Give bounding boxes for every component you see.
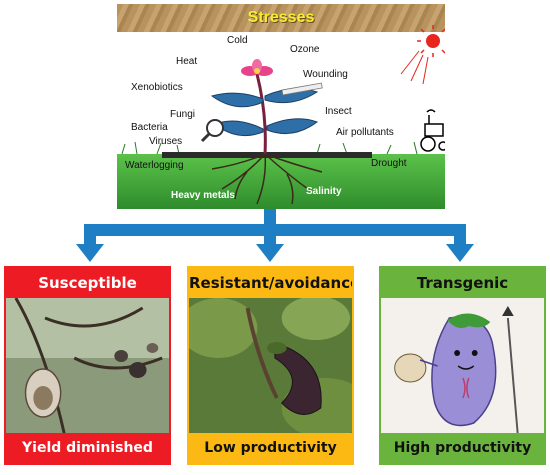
plant-illustration bbox=[117, 25, 445, 209]
arrow-head-middle bbox=[256, 244, 284, 262]
tractor-icon bbox=[420, 109, 445, 152]
box-footer-susceptible: Yield diminished bbox=[6, 433, 169, 463]
label-viruses: Viruses bbox=[149, 136, 183, 147]
eggplant-on-plant-photo bbox=[189, 298, 352, 435]
sun-icon bbox=[400, 25, 445, 85]
outcome-box-susceptible: Susceptible Yield diminished bbox=[4, 266, 171, 465]
label-ozone: Ozone bbox=[290, 44, 320, 55]
soil-texture-band bbox=[117, 4, 445, 32]
label-salinity: Salinity bbox=[306, 186, 342, 197]
arrow-head-left bbox=[76, 244, 104, 262]
label-drought: Drought bbox=[371, 158, 407, 169]
label-insect: Insect bbox=[325, 106, 352, 117]
label-cold: Cold bbox=[227, 35, 248, 46]
label-wounding: Wounding bbox=[303, 69, 348, 80]
arrow-trunk bbox=[264, 209, 276, 227]
box-footer-resistant: Low productivity bbox=[189, 433, 352, 463]
stress-scene: Stresses bbox=[117, 4, 445, 209]
cartoon-eggplant-drawing bbox=[381, 298, 544, 435]
arrow-shaft-right bbox=[454, 224, 466, 246]
outcome-box-transgenic: Transgenic High productivity bbox=[379, 266, 546, 465]
box-footer-transgenic: High productivity bbox=[381, 433, 544, 463]
box-heading-transgenic: Transgenic bbox=[381, 268, 544, 298]
label-xenobiotics: Xenobiotics bbox=[131, 82, 183, 93]
cigarette-icon bbox=[281, 82, 323, 96]
arrow-shaft-middle bbox=[264, 224, 276, 246]
magnifier-icon bbox=[200, 119, 224, 143]
diseased-eggplant-photo bbox=[6, 298, 169, 435]
label-waterlogging: Waterlogging bbox=[125, 160, 184, 171]
stresses-title: Stresses bbox=[247, 9, 315, 26]
flower bbox=[241, 59, 273, 76]
label-bacteria: Bacteria bbox=[131, 122, 168, 133]
arrow-shaft-left bbox=[84, 224, 96, 246]
plant-stem bbox=[255, 73, 267, 155]
label-heat: Heat bbox=[176, 56, 198, 67]
arrow-head-right bbox=[446, 244, 474, 262]
outcome-box-resistant: Resistant/avoidance Low productivity bbox=[187, 266, 354, 465]
box-heading-resistant: Resistant/avoidance bbox=[189, 268, 352, 298]
grass-field bbox=[117, 154, 445, 209]
label-heavy-metals: Heavy metals bbox=[171, 190, 235, 201]
label-fungi: Fungi bbox=[170, 109, 196, 120]
label-air-pollutants: Air pollutants bbox=[336, 127, 394, 138]
roots bbox=[211, 153, 323, 205]
box-heading-susceptible: Susceptible bbox=[6, 268, 169, 298]
